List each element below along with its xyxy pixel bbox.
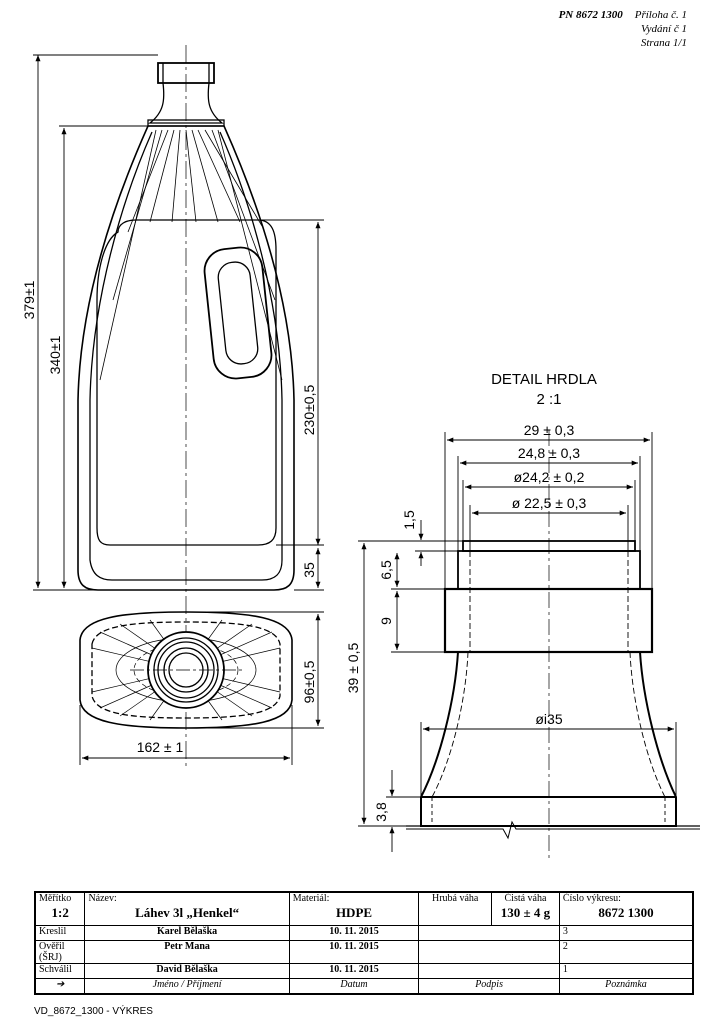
dim-neck-22-5: ø 22,5 ± 0,3 bbox=[512, 495, 587, 511]
detail-dimensions bbox=[358, 432, 677, 852]
gross-weight-cell: Hrubá váha bbox=[418, 891, 493, 926]
issue-label: Vydání č 1 bbox=[640, 23, 687, 35]
name-cell: Název: Láhev 3l „Henkel“ bbox=[84, 891, 290, 926]
top-dimensions bbox=[79, 611, 324, 765]
signature-cell bbox=[418, 940, 560, 964]
detail-scale: 2 :1 bbox=[536, 391, 561, 408]
signature-row: Ověřil (ŠRJ) Petr Mana 10. 11. 2015 2 bbox=[34, 940, 694, 964]
row-number: 3 bbox=[558, 925, 694, 941]
dim-neck-24-8: 24,8 ± 0,3 bbox=[518, 445, 580, 461]
sign-date: 10. 11. 2015 bbox=[288, 963, 420, 979]
dim-total-height: 379±1 bbox=[21, 280, 37, 319]
row-number: 1 bbox=[558, 963, 694, 979]
material-cell: Materiál: HDPE bbox=[288, 891, 420, 926]
page-label: Strana 1/1 bbox=[640, 37, 687, 49]
bottle-front-view bbox=[77, 45, 295, 770]
drawing-number-cell: Číslo výkresu:8672 1300 bbox=[558, 891, 694, 926]
gross-weight-label: Hrubá váha bbox=[431, 893, 479, 904]
role-cell: Kreslil bbox=[34, 925, 86, 941]
sign-date: 10. 11. 2015 bbox=[288, 940, 420, 964]
dim-neck-6-5: 6,5 bbox=[378, 560, 394, 580]
dim-base-height: 35 bbox=[301, 562, 317, 578]
arrow-icon: ➔ bbox=[34, 978, 86, 995]
legend-row: ➔ Jméno / Příjmení Datum Podpis Poznámka bbox=[34, 978, 694, 995]
front-dimensions bbox=[33, 54, 324, 591]
dim-neck-9: 9 bbox=[378, 617, 394, 625]
role-cell: Ověřil (ŠRJ) bbox=[34, 940, 86, 964]
bottle-top-view bbox=[79, 611, 293, 729]
material-label: Materiál: bbox=[292, 893, 330, 904]
drawing-number-label: Číslo výkresu: bbox=[562, 893, 621, 904]
signature-row: Schválil David Bělaška 10. 11. 2015 1 bbox=[34, 963, 694, 979]
dim-label-height: 230±0,5 bbox=[301, 385, 317, 436]
net-weight-value: 130 ± 4 g bbox=[500, 905, 551, 920]
dim-neck-3-8: 3,8 bbox=[373, 802, 389, 822]
file-caption: VD_8672_1300 - VÝKRES bbox=[34, 1006, 153, 1017]
dim-neck-24-2: ø24,2 ± 0,2 bbox=[514, 469, 585, 485]
legend-name: Jméno / Příjmení bbox=[84, 978, 290, 995]
signature-cell bbox=[418, 963, 560, 979]
legend-note: Poznámka bbox=[558, 978, 694, 995]
net-weight-label: Čistá váha bbox=[504, 893, 547, 904]
dim-width: 162 ± 1 bbox=[137, 739, 184, 755]
dim-neck-1-5: 1,5 bbox=[401, 510, 417, 530]
person-name: Karel Bělaška bbox=[84, 925, 290, 941]
doc-number: PN 8672 1300 bbox=[558, 9, 623, 21]
material-value: HDPE bbox=[335, 905, 373, 920]
row-number: 2 bbox=[558, 940, 694, 964]
dim-neck-39: 39 ± 0,5 bbox=[345, 643, 361, 694]
name-value: Láhev 3l „Henkel“ bbox=[135, 905, 240, 920]
scale-value: 1:2 bbox=[51, 905, 69, 920]
dim-body-height: 340±1 bbox=[47, 335, 63, 374]
technical-drawing: 379±1 340±1 230±0,5 35 162 bbox=[21, 45, 700, 860]
role-cell: Schválil bbox=[34, 963, 86, 979]
dim-neck-35: øi35 bbox=[535, 711, 562, 727]
dim-neck-29: 29 ± 0,3 bbox=[524, 422, 575, 438]
sign-date: 10. 11. 2015 bbox=[288, 925, 420, 941]
name-label: Název: bbox=[88, 893, 117, 904]
legend-sign: Podpis bbox=[418, 978, 560, 995]
drawing-number-value: 8672 1300 bbox=[598, 905, 654, 920]
person-name: David Bělaška bbox=[84, 963, 290, 979]
scale-label: Měřítko bbox=[39, 893, 72, 904]
signature-cell bbox=[418, 925, 560, 941]
attachment-label: Příloha č. 1 bbox=[634, 9, 687, 21]
legend-date: Datum bbox=[288, 978, 420, 995]
detail-title: DETAIL HRDLA bbox=[491, 371, 597, 388]
document-header: PN 8672 1300 Příloha č. 1 Vydání č 1 Stra… bbox=[559, 8, 687, 50]
person-name: Petr Mana bbox=[84, 940, 290, 964]
dim-depth: 96±0,5 bbox=[301, 660, 317, 703]
signature-row: Kreslil Karel Bělaška 10. 11. 2015 3 bbox=[34, 925, 694, 941]
